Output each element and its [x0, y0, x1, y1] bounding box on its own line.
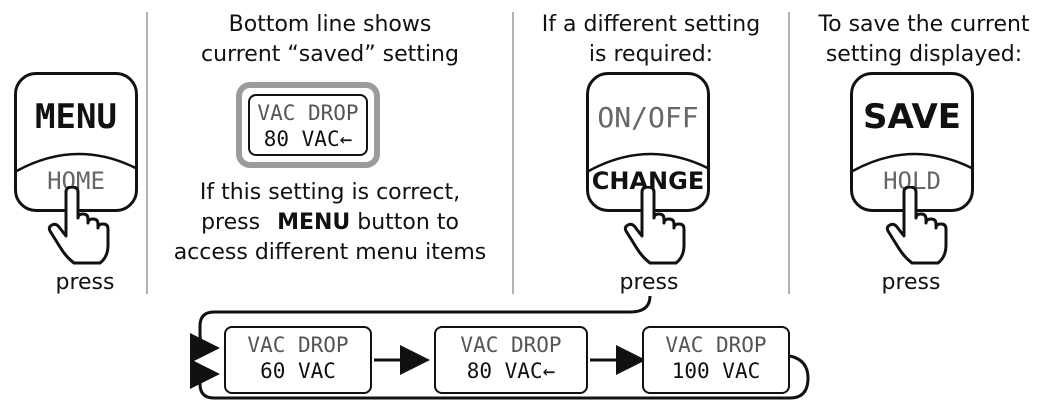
saved-setting-frame: [236, 82, 380, 168]
cycle-display-3: VAC DROP 100 VAC: [642, 326, 790, 394]
panel3-heading-line1: If a different setting: [541, 12, 761, 37]
press-caption-1: press: [55, 270, 115, 295]
note-press-text: press: [201, 210, 261, 235]
saved-setting-display: VAC DROP 80 VAC←: [248, 94, 368, 156]
save-label-area: SAVE: [853, 75, 971, 159]
button-divider-curve: [17, 152, 135, 173]
display-line2: 60 VAC: [260, 359, 336, 383]
panel2-note-line1: If this setting is correct,: [199, 180, 461, 205]
note-button-to-text: button to: [357, 210, 459, 235]
display-line2: 100 VAC: [671, 359, 761, 383]
divider-3: [788, 12, 790, 294]
display-line1: VAC DROP: [247, 333, 349, 357]
cycle-display-1: VAC DROP 60 VAC: [224, 326, 372, 394]
divider-2: [512, 12, 514, 294]
panel2-note-line2: press MENU button to: [150, 208, 510, 238]
display-line2: 80 VAC←: [263, 127, 353, 151]
menu-label-area: MENU: [17, 75, 135, 159]
panel3-heading-line2: is required:: [588, 42, 714, 67]
panel2-heading-line2: current “saved” setting: [201, 42, 459, 67]
panel4-heading-line1: To save the current: [818, 12, 1030, 37]
panel2-heading-line1: Bottom line shows: [228, 12, 432, 37]
panel4-heading-line2: setting displayed:: [825, 42, 1023, 67]
onoff-change-button[interactable]: ON/OFF CHANGE: [586, 72, 710, 212]
button-divider-curve: [589, 152, 707, 173]
divider-1: [146, 12, 148, 294]
pointing-hand-icon: [623, 186, 686, 265]
panel2-note-line3: access different menu items: [173, 240, 487, 265]
display-line1: VAC DROP: [257, 101, 359, 125]
display-line1: VAC DROP: [665, 333, 767, 357]
button-divider-curve: [853, 152, 971, 173]
cycle-display-2: VAC DROP 80 VAC←: [434, 326, 588, 394]
display-line2: 80 VAC←: [466, 359, 556, 383]
flow-arrow-icon: [189, 295, 652, 363]
onoff-label-area: ON/OFF: [589, 75, 707, 159]
pointing-hand-icon: [885, 186, 948, 265]
menu-label: MENU: [35, 97, 117, 137]
save-hold-button[interactable]: SAVE HOLD: [850, 72, 974, 212]
save-label: SAVE: [862, 97, 962, 137]
flow-arrow-icon: [189, 354, 810, 400]
onoff-label: ON/OFF: [597, 100, 699, 134]
press-caption-3: press: [619, 270, 679, 295]
note-menu-bold: MENU: [277, 210, 351, 235]
press-caption-4: press: [881, 270, 941, 295]
display-line1: VAC DROP: [460, 333, 562, 357]
pointing-hand-icon: [47, 186, 110, 265]
